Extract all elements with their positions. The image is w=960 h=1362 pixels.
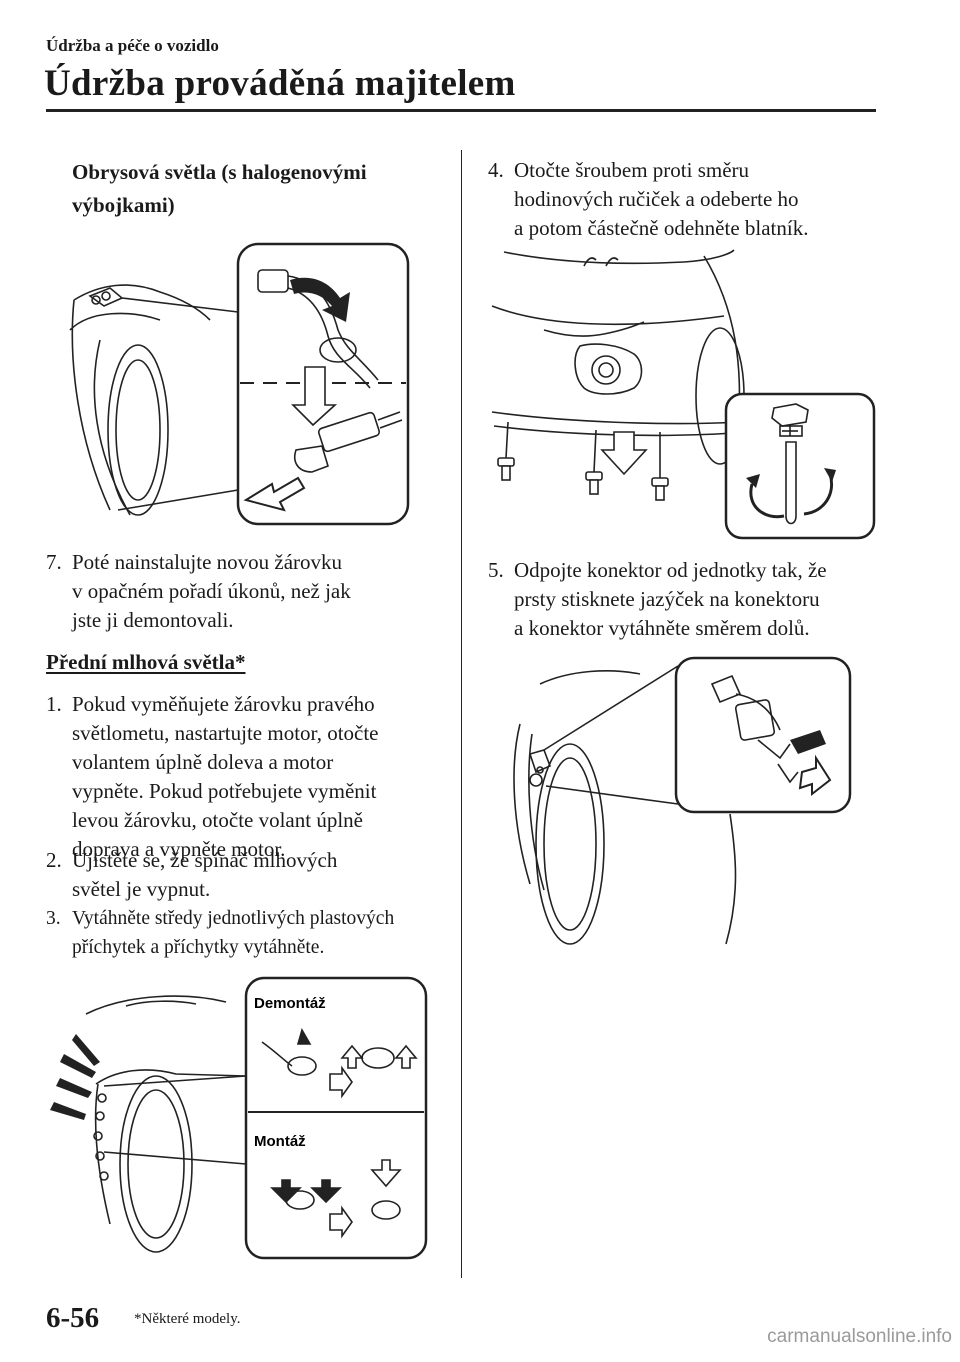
step-line: Odpojte konektor od jednotky tak, že (514, 558, 827, 582)
step-body: Otočte šroubem proti směru hodinových ru… (514, 156, 888, 243)
step-line: hodinových ručiček a odeberte ho (514, 187, 799, 211)
subheading-position-lights: Obrysová světla (s halogenovými výbojkam… (72, 158, 367, 220)
step-line: levou žárovku, otočte volant úplně (72, 808, 363, 832)
step-line: Pokud vyměňujete žárovku pravého (72, 692, 375, 716)
step-line: jste ji demontovali. (72, 608, 234, 632)
footnote: *Některé modely. (134, 1311, 241, 1327)
page-title: Údržba prováděná majitelem (44, 63, 516, 104)
title-divider (46, 109, 876, 112)
step-number: 4. (488, 158, 504, 182)
watermark: carmanualsonline.info (767, 1326, 952, 1347)
fog-connector-figure (513, 656, 852, 945)
step-line: Poté nainstalujte novou žárovku (72, 550, 343, 574)
page-number: 6-56 (46, 1302, 100, 1334)
position-light-figure (69, 242, 410, 526)
step-line: prsty stisknete jazýček na konektoru (514, 587, 820, 611)
step-4: 4. Otočte šroubem proti směru hodinových… (488, 156, 888, 243)
step-5: 5. Odpojte konektor od jednotky tak, že … (488, 556, 888, 643)
step-1: 1. Pokud vyměňujete žárovku pravého svět… (46, 690, 456, 864)
subheading-line: Obrysová světla (s halogenovými (72, 160, 367, 184)
step-body: Poté nainstalujte novou žárovku v opačné… (72, 548, 446, 635)
subheading-line: výbojkami) (72, 193, 175, 217)
step-line: vypněte. Pokud potřebujete vyměnit (72, 779, 377, 803)
step-line: Otočte šroubem proti směru (514, 158, 750, 182)
column-divider (461, 150, 462, 1278)
fender-screw-figure (491, 249, 876, 540)
step-line: příchytek a příchytky vytáhněte. (72, 937, 325, 958)
step-body: Vytáhněte středy jednotlivých plastových… (72, 904, 458, 962)
step-number: 1. (46, 692, 62, 716)
breadcrumb: Údržba a péče o vozidlo (46, 36, 219, 55)
step-line: Ujistěte se, že spínač mlhových (72, 848, 338, 872)
step-line: doprava a vypněte motor. (72, 837, 286, 861)
step-line: světlometu, nastartujte motor, otočte (72, 721, 379, 745)
step-3: 3. Vytáhněte středy jednotlivých plastov… (46, 904, 458, 962)
step-line: v opačném pořadí úkonů, než jak (72, 579, 351, 603)
step-number: 5. (488, 558, 504, 582)
step-line: a konektor vytáhněte směrem dolů. (514, 616, 810, 640)
step-number: 7. (46, 550, 62, 574)
label-install: Montáž (254, 1133, 306, 1150)
step-line: Vytáhněte středy jednotlivých plastových (72, 908, 395, 929)
step-line: světel je vypnut. (72, 877, 211, 901)
step-number: 3. (46, 908, 61, 929)
step-line: a potom částečně odehněte blatník. (514, 216, 809, 240)
step-number: 2. (46, 848, 62, 872)
clip-removal-figure: Demontáž Montáž (50, 976, 428, 1260)
section-title-fog-lights: Přední mlhová světla* (46, 650, 246, 674)
step-body: Pokud vyměňujete žárovku pravého světlom… (72, 690, 456, 864)
step-line: volantem úplně doleva a motor (72, 750, 334, 774)
label-removal: Demontáž (254, 995, 326, 1012)
step-body: Ujistěte se, že spínač mlhových světel j… (72, 846, 456, 904)
step-7: 7. Poté nainstalujte novou žárovku v opa… (46, 548, 446, 635)
step-body: Odpojte konektor od jednotky tak, že prs… (514, 556, 888, 643)
step-2: 2. Ujistěte se, že spínač mlhových světe… (46, 846, 456, 904)
